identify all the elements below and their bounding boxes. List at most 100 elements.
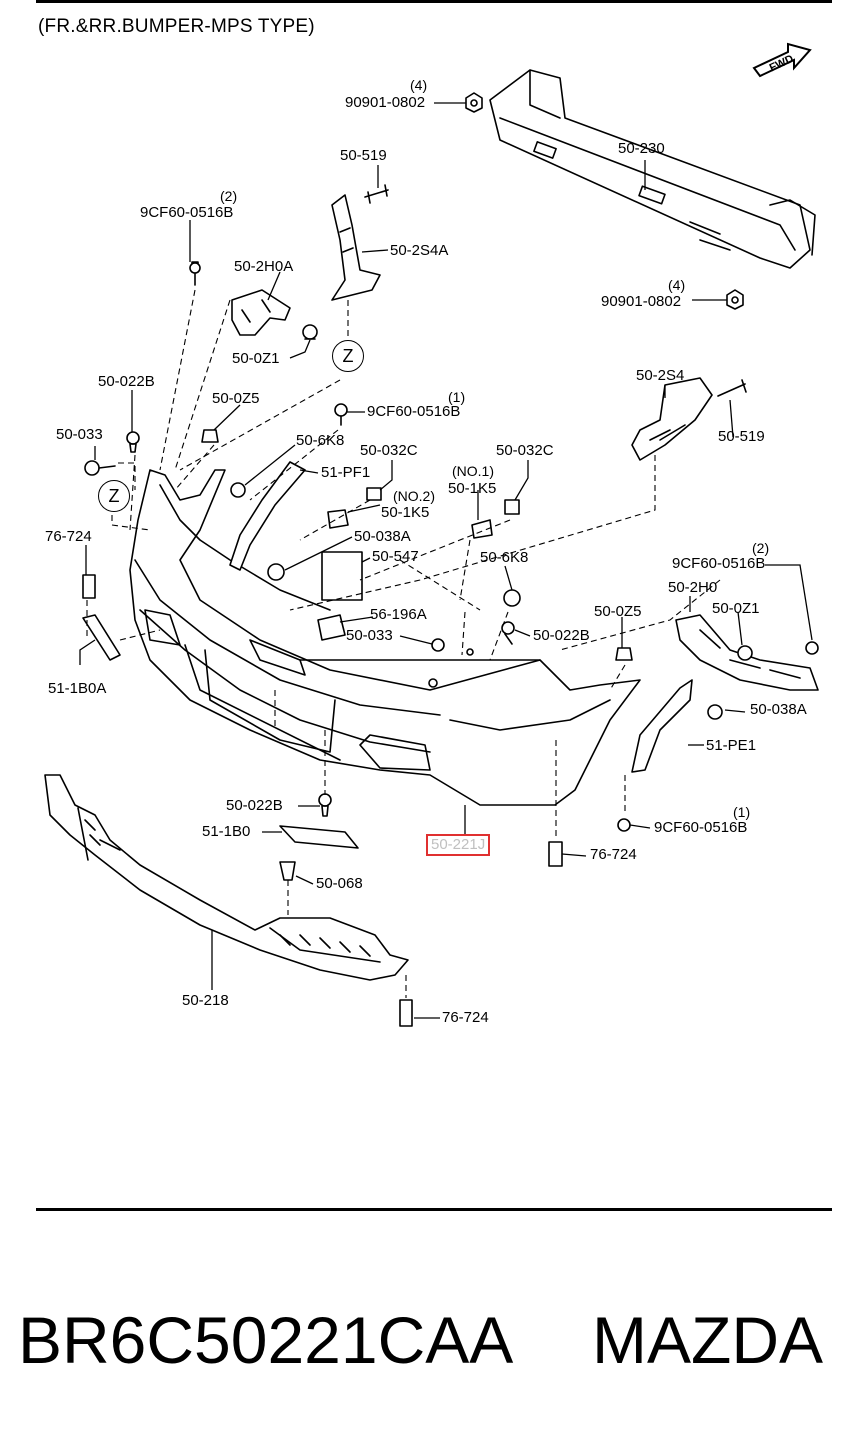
callout-50-6k8-mid: 50-6K8 bbox=[480, 549, 529, 566]
connector-032c-left bbox=[366, 487, 382, 501]
callout-50-068: 50-068 bbox=[316, 875, 363, 892]
clip-022b-lower bbox=[318, 793, 332, 817]
clip-022b-mid bbox=[501, 621, 515, 645]
qty-90901-lower: (4) bbox=[668, 277, 686, 293]
ref-marker-left: Z bbox=[98, 480, 130, 512]
bracket-2s4 bbox=[631, 377, 713, 461]
callout-51-pf1: 51-PF1 bbox=[321, 464, 371, 481]
connector-032c-right bbox=[504, 499, 520, 515]
bracket-51pf1 bbox=[229, 461, 306, 571]
callout-50-2s4a: 50-2S4A bbox=[390, 242, 449, 259]
clip-0z1-right bbox=[737, 645, 753, 661]
callout-50-0z5-upper: 50-0Z5 bbox=[212, 390, 260, 407]
bracket-2h0a bbox=[231, 289, 291, 336]
callout-50-032c-left: 50-032C bbox=[360, 442, 418, 459]
pad-50547 bbox=[321, 551, 363, 601]
no1-label: (NO.1) bbox=[452, 463, 494, 479]
callout-50-519-right: 50-519 bbox=[718, 428, 765, 445]
pin-right bbox=[717, 379, 747, 397]
screw-033-mid bbox=[431, 638, 445, 652]
clip-0z1-upper bbox=[302, 324, 318, 340]
bolt-upper-left bbox=[189, 261, 201, 286]
qty-9cf60-right: (2) bbox=[752, 540, 770, 556]
reflector-left bbox=[82, 614, 121, 661]
clip-0z5-right bbox=[615, 647, 633, 661]
reflector-511b0 bbox=[279, 825, 359, 849]
bolt-mid bbox=[334, 403, 348, 426]
part-number: BR6C50221CAA bbox=[18, 1303, 514, 1377]
callout-9cf60-lower: 9CF60-0516B bbox=[654, 819, 748, 836]
bottom-rule bbox=[36, 1208, 832, 1211]
lower-grille bbox=[44, 774, 409, 981]
callout-50-0z5-right: 50-0Z5 bbox=[594, 603, 642, 620]
callout-51-1b0: 51-1B0 bbox=[202, 823, 251, 840]
callout-51-1b0a: 51-1B0A bbox=[48, 680, 107, 697]
clip-6k8-upper bbox=[230, 482, 246, 498]
callout-50-2h0: 50-2H0 bbox=[668, 579, 718, 596]
clip-50068 bbox=[279, 861, 296, 881]
clip-038a-right bbox=[707, 704, 723, 720]
front-bumper-cover bbox=[129, 469, 641, 806]
hex-nut-upper bbox=[465, 92, 483, 113]
callout-50-519-upper: 50-519 bbox=[340, 147, 387, 164]
top-rule bbox=[36, 0, 832, 3]
bolt-right-upper bbox=[805, 641, 819, 655]
clip-038a-left bbox=[267, 563, 285, 581]
callout-50-022b-upper: 50-022B bbox=[98, 373, 155, 390]
callout-90901-lower: 90901-0802 bbox=[601, 293, 682, 310]
callout-50-218: 50-218 bbox=[182, 992, 229, 1009]
bumper-exploded-diagram bbox=[44, 69, 819, 1027]
leader-lines bbox=[79, 102, 813, 1019]
callout-50-022b-mid: 50-022B bbox=[533, 627, 590, 644]
callout-50-1k5-no2: 50-1K5 bbox=[381, 504, 430, 521]
callout-50-221j-highlighted: 50-221J bbox=[426, 834, 491, 856]
clip-0z5-left bbox=[201, 429, 219, 443]
callout-51-pe1: 51-PE1 bbox=[706, 737, 757, 754]
qty-9cf60-upper: (2) bbox=[220, 188, 238, 204]
bracket-2h0 bbox=[675, 614, 819, 691]
callout-50-2h0a: 50-2H0A bbox=[234, 258, 294, 275]
clip-022b-left bbox=[126, 431, 140, 453]
bolt-76724-lower bbox=[399, 999, 413, 1027]
bracket-2s4a bbox=[331, 194, 381, 301]
bracket-51pe1 bbox=[631, 679, 693, 773]
bolt-76724-left bbox=[82, 574, 96, 599]
callout-50-033-left: 50-033 bbox=[56, 426, 103, 443]
seal-56196a bbox=[317, 614, 346, 641]
assembly-dashed-lines bbox=[86, 289, 721, 998]
callout-50-547: 50-547 bbox=[372, 548, 419, 565]
callout-50-022b-lower: 50-022B bbox=[226, 797, 283, 814]
callout-90901-upper: 90901-0802 bbox=[345, 94, 426, 111]
diagram-title: (FR.&RR.BUMPER-MPS TYPE) bbox=[38, 16, 315, 37]
callout-50-038a-right: 50-038A bbox=[750, 701, 807, 718]
callout-50-0z1-upper: 50-0Z1 bbox=[232, 350, 280, 367]
retainer-1k5-no1 bbox=[471, 519, 493, 539]
hex-nut-lower bbox=[726, 289, 744, 310]
qty-90901-upper: (4) bbox=[410, 77, 428, 93]
screw-033-left bbox=[84, 460, 116, 476]
bolt-right-lower bbox=[617, 818, 631, 832]
callout-76-724-left: 76-724 bbox=[45, 528, 92, 545]
callout-50-2s4: 50-2S4 bbox=[636, 367, 685, 384]
qty-9cf60-lower: (1) bbox=[733, 804, 751, 820]
callout-50-0z1-right: 50-0Z1 bbox=[712, 600, 760, 617]
bumper-reinforcement-beam bbox=[489, 69, 816, 269]
callout-9cf60-upper: 9CF60-0516B bbox=[140, 204, 234, 221]
bolt-76724-mid bbox=[548, 841, 563, 867]
callout-9cf60-mid: 9CF60-0516B bbox=[367, 403, 461, 420]
callout-50-6k8-upper: 50-6K8 bbox=[296, 432, 345, 449]
clip-6k8-mid bbox=[503, 589, 521, 607]
pin-upper bbox=[364, 184, 389, 204]
forward-arrow-icon: FWD bbox=[752, 42, 812, 78]
callout-50-230: 50-230 bbox=[618, 140, 665, 157]
ref-marker-upper: Z bbox=[332, 340, 364, 372]
callout-50-1k5-no1: 50-1K5 bbox=[448, 480, 497, 497]
callout-9cf60-right: 9CF60-0516B bbox=[672, 555, 766, 572]
callout-50-032c-right: 50-032C bbox=[496, 442, 554, 459]
callout-76-724-mid: 76-724 bbox=[590, 846, 637, 863]
callout-76-724-lower: 76-724 bbox=[442, 1009, 489, 1026]
retainer-1k5-no2 bbox=[327, 509, 349, 529]
callout-56-196a: 56-196A bbox=[370, 606, 427, 623]
qty-9cf60-mid: (1) bbox=[448, 389, 466, 405]
callout-50-033-mid: 50-033 bbox=[346, 627, 393, 644]
